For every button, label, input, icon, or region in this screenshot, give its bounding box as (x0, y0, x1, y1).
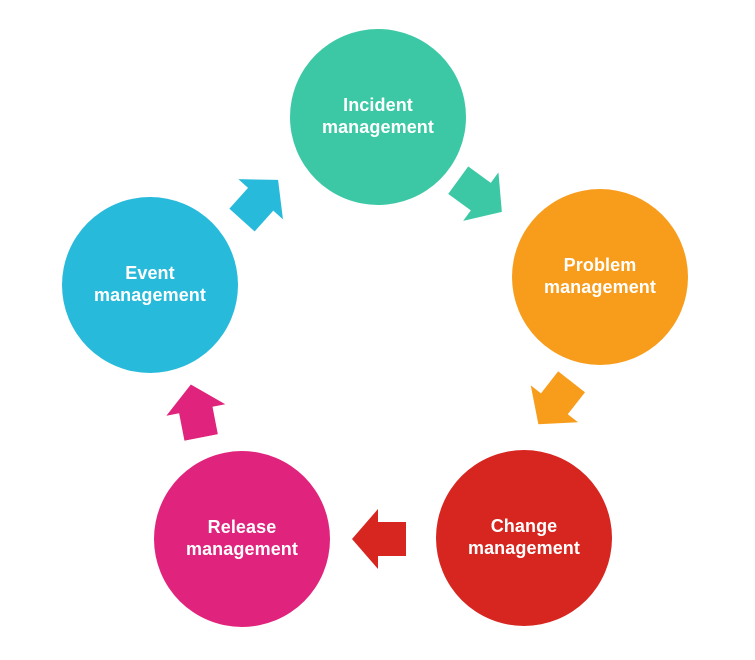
arrow-release-to-event-icon (166, 384, 226, 441)
arrow-shape (448, 166, 502, 221)
node-release-management: Release management (154, 451, 330, 627)
arrow-problem-to-change-icon (530, 371, 586, 425)
arrow-change-to-release-icon (352, 509, 406, 569)
node-event-label: Event management (93, 263, 207, 305)
arrow-event-to-incident-icon (229, 179, 283, 232)
arrow-shape (530, 371, 586, 425)
node-change-label: Change management (467, 516, 581, 558)
node-incident-management: Incident management (290, 29, 466, 205)
node-problem-label: Problem management (543, 255, 657, 297)
node-change-management: Change management (436, 450, 612, 626)
node-incident-label: Incident management (321, 95, 435, 137)
node-event-management: Event management (62, 197, 238, 373)
arrow-incident-to-problem-icon (448, 166, 502, 221)
arrow-shape (229, 179, 283, 232)
arrow-shape (352, 509, 406, 569)
node-release-label: Release management (185, 517, 299, 559)
node-problem-management: Problem management (512, 189, 688, 365)
arrow-shape (166, 384, 226, 441)
